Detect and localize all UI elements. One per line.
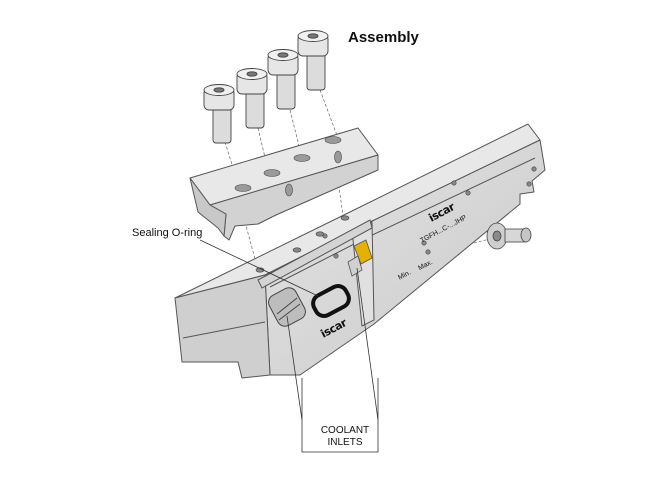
coolant-inlet-slots xyxy=(268,287,306,327)
adjustment-screw xyxy=(486,222,532,250)
cutting-insert xyxy=(347,239,373,277)
callout-lines xyxy=(199,239,379,453)
coolant-label-line2: INLETS xyxy=(327,437,363,448)
clamp-screw-holes xyxy=(234,136,342,197)
cap-screw-2 xyxy=(236,68,268,129)
cap-screws xyxy=(203,30,329,144)
cap-screw-1 xyxy=(203,84,235,144)
sealing-oring-label: Sealing O-ring xyxy=(132,227,203,239)
cap-screw-3 xyxy=(267,49,299,110)
body-holes xyxy=(255,166,537,273)
coolant-inlets-label: COOLANT INLETS xyxy=(316,425,374,449)
cap-screw-4 xyxy=(297,30,329,91)
coolant-label-line1: COOLANT xyxy=(320,425,370,436)
diagram-title: Assembly xyxy=(348,29,419,46)
sealing-oring-shape xyxy=(311,284,351,318)
